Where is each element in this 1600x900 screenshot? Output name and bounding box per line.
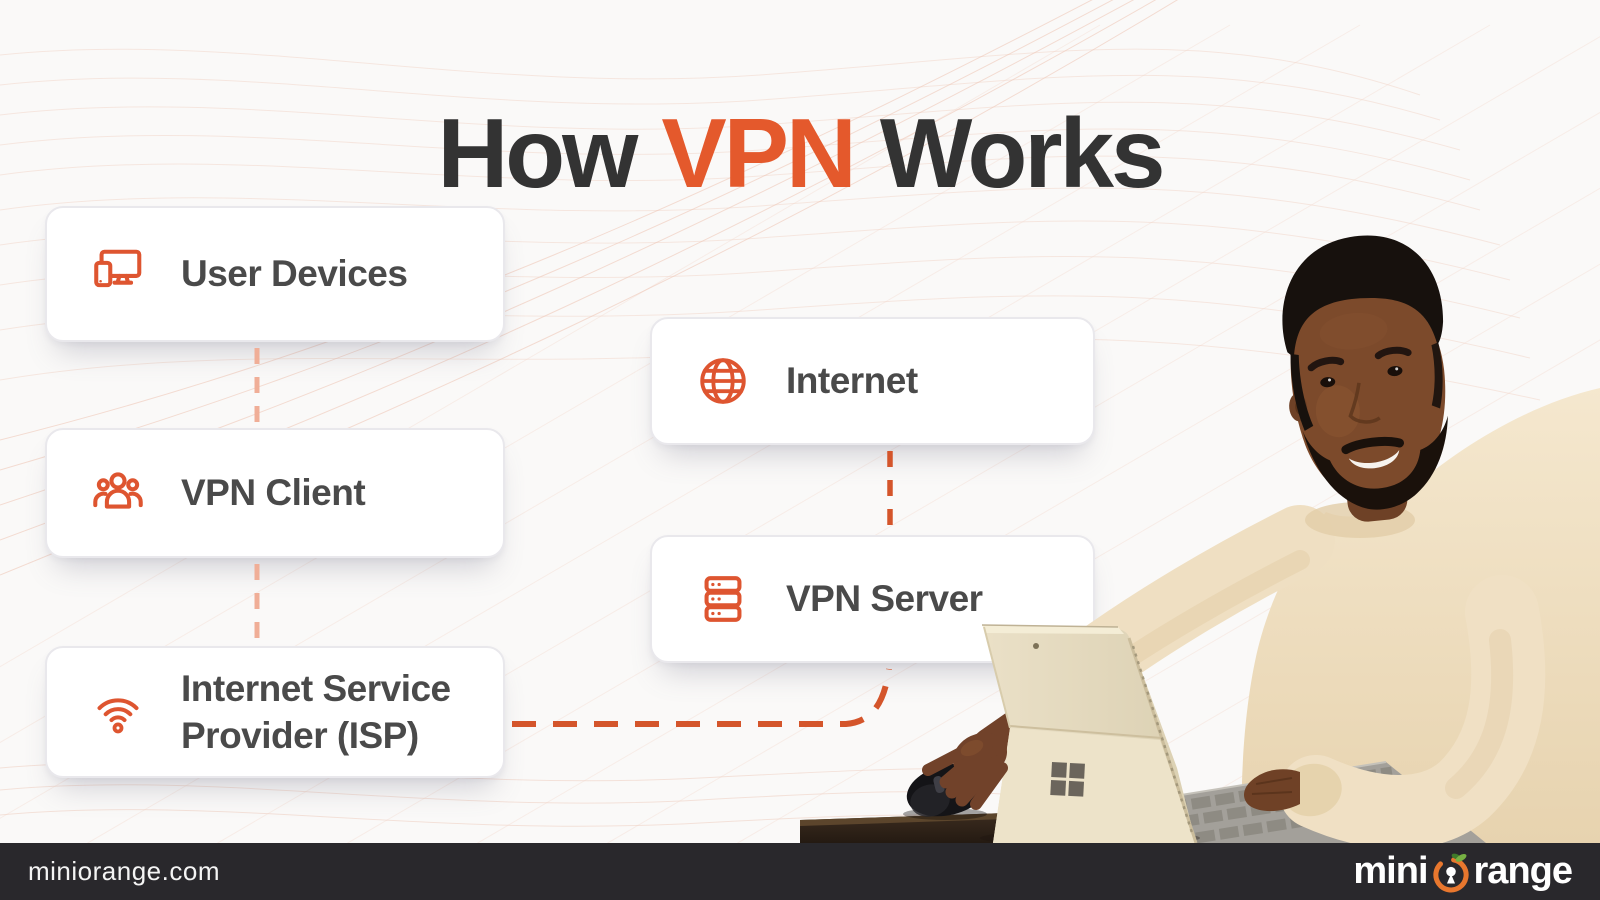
person-photo-illustration	[800, 235, 1600, 843]
server-stack-icon	[704, 576, 742, 622]
laptop-keyboard	[1149, 761, 1486, 843]
card-user-devices: User Devices	[45, 206, 505, 342]
ear	[1289, 393, 1308, 422]
card-label-line1: Internet Service	[181, 667, 451, 709]
right-hand	[922, 732, 1008, 810]
forearm-skin	[972, 682, 1074, 764]
card-label: Internet Service Provider (ISP)	[181, 665, 451, 760]
footer-bar: miniorange.com mini range	[0, 843, 1600, 900]
person-front-arm	[1244, 575, 1546, 843]
keyhole	[1445, 866, 1456, 876]
card-internet: Internet	[650, 317, 1095, 445]
wifi-icon	[97, 698, 139, 734]
hair	[1282, 235, 1444, 358]
title-word-vpn: VPN	[661, 97, 857, 208]
website-url: miniorange.com	[28, 856, 220, 886]
page-title: How VPN Works	[0, 97, 1600, 208]
globe-icon	[700, 358, 746, 404]
devices-icon	[94, 249, 142, 288]
card-label: User Devices	[181, 253, 408, 295]
logo-text-range: range	[1473, 850, 1573, 892]
card-vpn-client: VPN Client	[45, 428, 505, 558]
mouse	[906, 763, 990, 817]
nose	[1348, 382, 1381, 424]
miniorange-logo: mini range	[1353, 848, 1573, 896]
desk	[800, 793, 1600, 843]
face	[1290, 290, 1446, 504]
beard	[1302, 415, 1448, 510]
title-word-works: Works	[879, 97, 1166, 208]
card-isp: Internet Service Provider (ISP)	[45, 646, 505, 778]
leaf-green	[1455, 853, 1466, 862]
eye	[1320, 377, 1336, 388]
users-group-icon	[93, 472, 143, 509]
left-hand	[1244, 769, 1300, 812]
card-vpn-server: VPN Server	[650, 535, 1095, 663]
smile	[1348, 450, 1400, 469]
card-label: Internet	[786, 360, 918, 402]
connector-isp-vpnserver	[512, 668, 892, 727]
card-label: VPN Server	[786, 578, 983, 620]
logo-text-mini: mini	[1353, 850, 1428, 892]
title-word-how: How	[437, 97, 638, 208]
person-head	[1282, 235, 1448, 522]
eyebrow	[1374, 346, 1412, 360]
eyebrow	[1307, 356, 1345, 372]
eye	[1387, 366, 1403, 377]
windows-logo	[1050, 762, 1085, 797]
orange-keyhole-icon	[1432, 853, 1469, 892]
card-label-line2: Provider (ISP)	[181, 715, 419, 756]
mouse-and-hand	[903, 732, 1008, 820]
card-label: VPN Client	[181, 472, 366, 514]
